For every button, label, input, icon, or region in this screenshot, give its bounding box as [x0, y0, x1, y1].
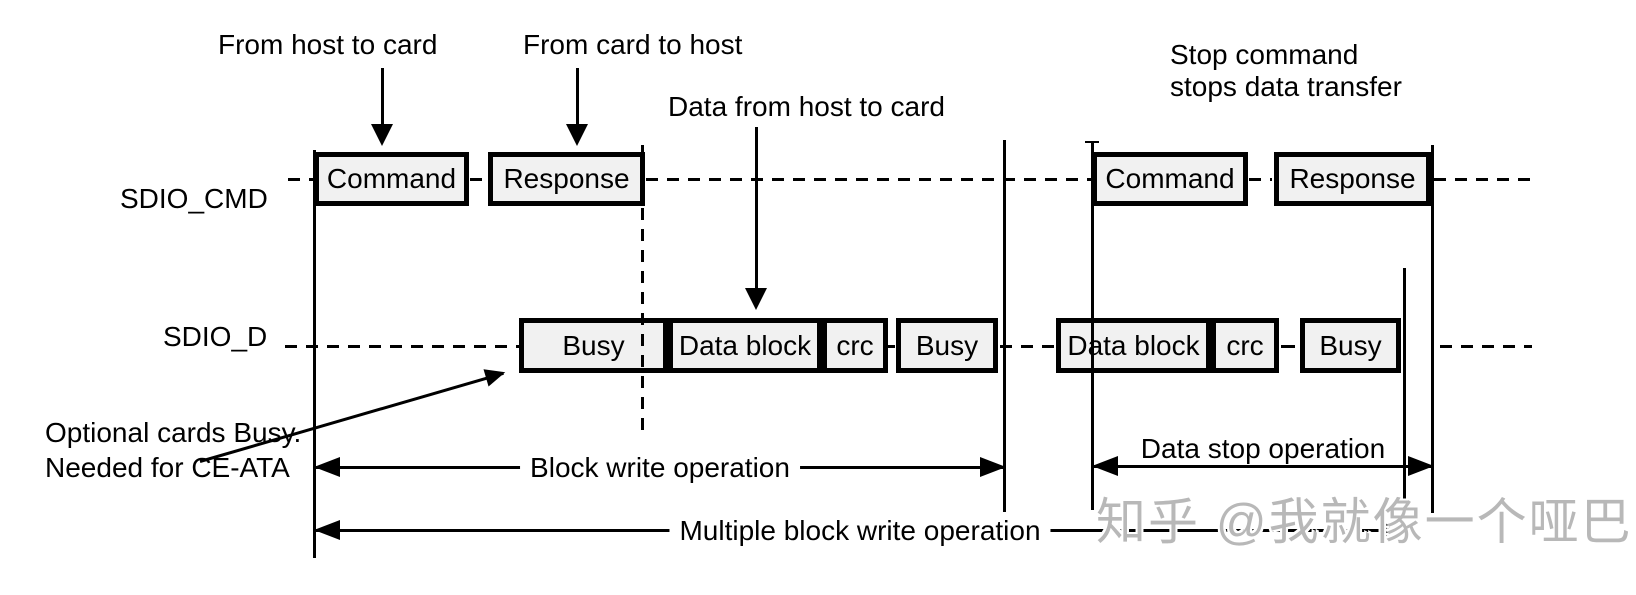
- left-arrowhead-icon: [314, 457, 340, 477]
- response-box-2-label: Response: [1289, 163, 1416, 194]
- d-dashed-line: [1000, 345, 1056, 348]
- multiple-block-write-span-label: Multiple block write operation: [669, 516, 1051, 545]
- left-arrowhead-icon: [314, 520, 340, 540]
- busy-box-2-label: Busy: [915, 329, 979, 361]
- crc-box-1: crc: [822, 318, 888, 373]
- response-box-1-label: Response: [503, 163, 630, 194]
- command-box-1: Command: [314, 152, 469, 206]
- boundary-line-block-end: [1003, 140, 1006, 512]
- data-stop-span-line: [1093, 465, 1433, 468]
- right-arrowhead-icon: [483, 363, 508, 387]
- crc-box-1-label: crc: [836, 329, 874, 361]
- boundary-line-stop-end: [1431, 145, 1434, 513]
- d-dash-segment: [1281, 345, 1295, 348]
- crc-box-2-label: crc: [1226, 329, 1264, 361]
- stop-command-label-line2: stops data transfer: [1170, 71, 1402, 102]
- data-block-box-1-label: Data block: [678, 329, 812, 361]
- right-arrowhead-icon: [1408, 456, 1434, 476]
- signal-label-sdio-d: SDIO_D: [163, 321, 268, 352]
- command-box-1-label: Command: [326, 163, 457, 194]
- left-arrowhead-icon: [1092, 456, 1118, 476]
- busy-box-3: Busy: [1300, 318, 1401, 373]
- data-stop-span: Data stop operation: [1092, 434, 1434, 476]
- multiple-block-write-span: Multiple block write operation: [314, 516, 1406, 545]
- command-box-2-label: Command: [1105, 163, 1235, 194]
- from-card-arrow-shaft: [576, 68, 579, 126]
- right-arrowhead-icon: [980, 457, 1006, 477]
- d-dashed-line: [285, 345, 519, 348]
- zhihu-watermark: 知乎 @我就像一个哑巴: [1096, 494, 1633, 550]
- stop-command-label-line1: Stop command: [1170, 39, 1359, 70]
- stop-command-label: Stop command stops data transfer: [1170, 39, 1402, 103]
- boundary-line-start: [313, 150, 316, 558]
- optional-busy-note-line2: Needed for CE-ATA: [45, 452, 290, 483]
- boundary-dashed-line: [641, 145, 644, 437]
- cmd-dashed-line: [1249, 178, 1272, 181]
- from-host-arrow-shaft: [381, 68, 384, 126]
- data-block-box-2: Data block: [1056, 318, 1211, 373]
- cmd-dashed-line: [646, 178, 1092, 181]
- block-write-span-label: Block write operation: [520, 453, 800, 482]
- cmd-dashed-line: [288, 178, 314, 181]
- down-arrowhead-icon: [745, 288, 767, 310]
- cmd-dashed-line: [1434, 178, 1532, 181]
- response-box-2: Response: [1274, 152, 1431, 206]
- data-block-box-2-label: Data block: [1067, 329, 1200, 361]
- busy-box-2: Busy: [896, 318, 998, 373]
- right-arrowhead-icon: [1380, 520, 1406, 540]
- from-host-to-card-label: From host to card: [218, 29, 438, 60]
- busy-box-1-label: Busy: [562, 329, 625, 361]
- from-card-to-host-label: From card to host: [523, 29, 743, 60]
- boundary-line-stop-start: [1091, 143, 1094, 510]
- data-stop-span-label: Data stop operation: [1140, 433, 1386, 464]
- cmd-dashed-line: [470, 178, 488, 181]
- data-block-box-1: Data block: [668, 318, 822, 373]
- response-box-1: Response: [488, 152, 645, 206]
- busy-box-1: Busy: [519, 318, 668, 373]
- data-from-host-to-card-label: Data from host to card: [668, 91, 946, 122]
- data-arrow-shaft: [755, 127, 758, 290]
- crc-box-2: crc: [1211, 318, 1279, 373]
- boundary-tick: [1085, 141, 1099, 143]
- busy-box-3-label: Busy: [1319, 329, 1382, 361]
- d-dashed-line: [1440, 345, 1532, 348]
- down-arrowhead-icon: [371, 124, 393, 146]
- command-box-2: Command: [1092, 152, 1248, 206]
- signal-label-sdio-cmd: SDIO_CMD: [120, 183, 268, 214]
- d-dash-segment: [886, 345, 895, 348]
- boundary-line-multiple-end: [1403, 268, 1406, 537]
- down-arrowhead-icon: [566, 124, 588, 146]
- block-write-span: Block write operation: [314, 453, 1006, 482]
